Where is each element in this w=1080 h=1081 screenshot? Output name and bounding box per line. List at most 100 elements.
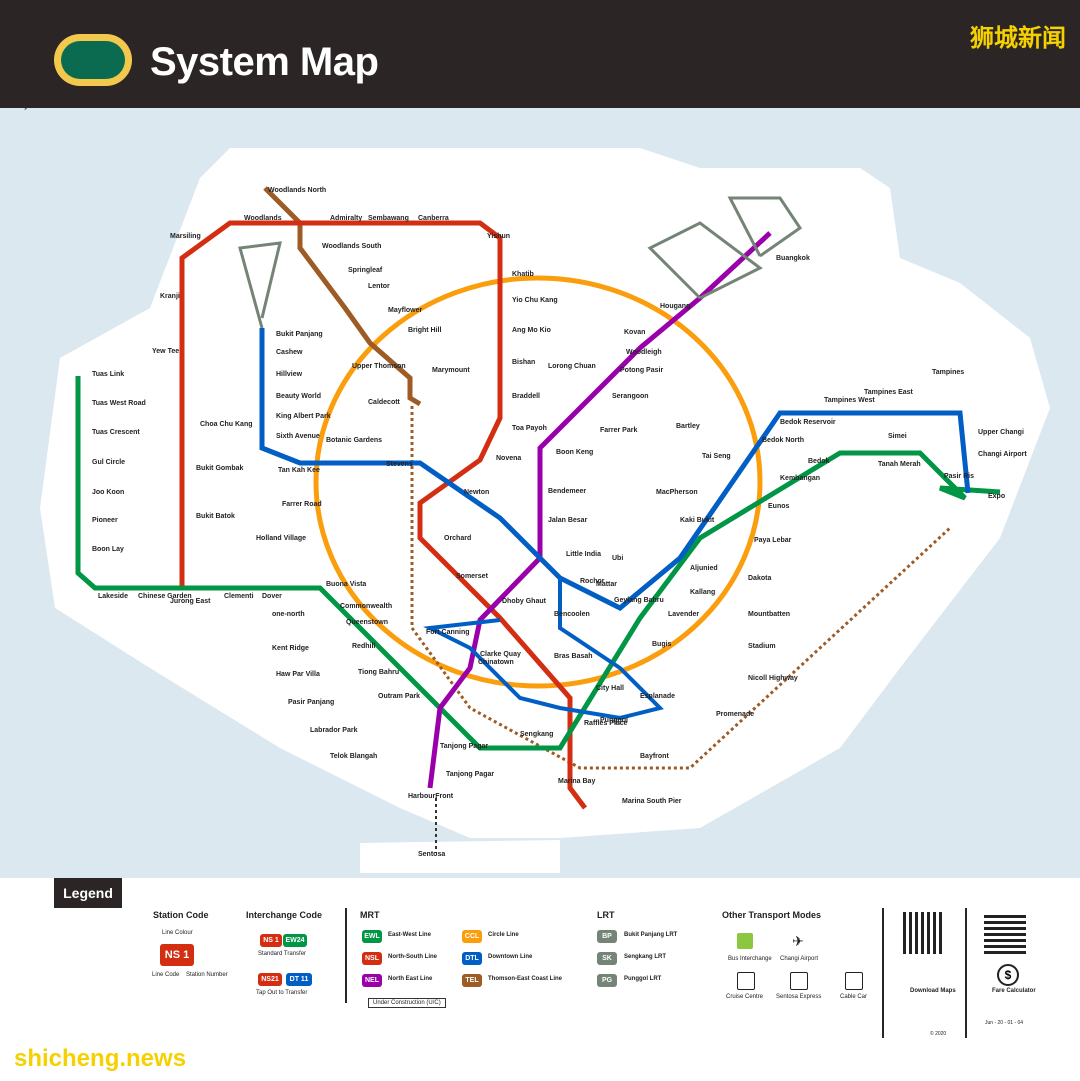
station-label[interactable]: Springleaf: [348, 267, 383, 274]
station-label[interactable]: Buangkok: [776, 255, 810, 262]
station-label[interactable]: Kranji: [160, 293, 180, 300]
station-label[interactable]: Telok Ayer: [0, 108, 35, 110]
station-label[interactable]: Yew Tee: [152, 348, 179, 355]
station-label[interactable]: Marsiling: [170, 233, 201, 240]
station-label[interactable]: Tanjong Pagar: [446, 771, 494, 778]
station-label[interactable]: Haw Par Villa: [276, 671, 320, 678]
fare-calculator-label[interactable]: Fare Calculator: [992, 988, 1036, 994]
station-label[interactable]: Sengkang: [520, 731, 553, 738]
station-label[interactable]: Admiralty: [330, 215, 362, 222]
station-label[interactable]: Hillview: [276, 371, 303, 378]
station-label[interactable]: Lorong Chuan: [548, 363, 596, 370]
station-label[interactable]: Marina South Pier: [622, 798, 682, 805]
station-label[interactable]: Tanjong Pagar: [440, 743, 488, 750]
station-label[interactable]: Bencoolen: [554, 611, 590, 618]
station-label[interactable]: Commonwealth: [340, 603, 392, 610]
station-label[interactable]: Beauty World: [276, 393, 321, 400]
station-label[interactable]: Holland Village: [256, 535, 306, 542]
station-label[interactable]: one-north: [272, 611, 305, 618]
station-label[interactable]: Clarke Quay: [480, 651, 521, 658]
station-label[interactable]: Potong Pasir: [620, 367, 663, 374]
station-label[interactable]: Kaki Bukit: [680, 517, 715, 524]
station-label[interactable]: Rochor: [580, 578, 605, 585]
station-label[interactable]: Outram Park: [378, 693, 420, 700]
station-label[interactable]: Bishan: [512, 359, 535, 366]
station-label[interactable]: Toa Payoh: [512, 425, 547, 432]
station-label[interactable]: Labrador Park: [310, 727, 358, 734]
station-label[interactable]: Somerset: [456, 573, 489, 580]
station-label[interactable]: Pasir Panjang: [288, 699, 334, 706]
station-label[interactable]: Lentor: [368, 283, 390, 290]
station-label[interactable]: Mattar: [596, 581, 617, 588]
station-label[interactable]: Tuas West Road: [92, 400, 146, 407]
station-label[interactable]: Sentosa: [418, 851, 445, 858]
station-label[interactable]: Novena: [496, 455, 521, 462]
station-label[interactable]: Tampines West: [824, 397, 875, 404]
station-label[interactable]: Tai Seng: [702, 453, 731, 460]
station-label[interactable]: Aljunied: [690, 565, 718, 572]
station-label[interactable]: Telok Blangah: [330, 753, 377, 760]
station-label[interactable]: Bartley: [676, 423, 700, 430]
station-label[interactable]: Bedok: [808, 458, 830, 465]
station-label[interactable]: Little India: [566, 551, 601, 558]
station-label[interactable]: Sembawang: [368, 215, 409, 222]
station-label[interactable]: Ubi: [612, 555, 623, 562]
station-label[interactable]: Boon Lay: [92, 546, 124, 553]
station-label[interactable]: Canberra: [418, 215, 449, 222]
station-label[interactable]: Choa Chu Kang: [200, 421, 253, 428]
station-label[interactable]: Promenade: [716, 711, 754, 718]
station-label[interactable]: Khatib: [512, 271, 534, 278]
station-label[interactable]: Buona Vista: [326, 581, 366, 588]
station-label[interactable]: Bugis: [652, 641, 672, 648]
station-label[interactable]: Nicoll Highway: [748, 675, 798, 682]
station-label[interactable]: Farrer Road: [282, 501, 322, 508]
station-label[interactable]: Downtown: [0, 108, 35, 110]
station-label[interactable]: Gul Circle: [92, 459, 125, 466]
station-label[interactable]: Expo: [988, 493, 1005, 500]
station-label[interactable]: Kallang: [690, 589, 715, 596]
station-label[interactable]: Kembangan: [780, 475, 820, 482]
station-label[interactable]: Punggol: [600, 717, 628, 724]
station-label[interactable]: Yishun: [487, 233, 510, 240]
station-label[interactable]: Dover: [262, 593, 282, 600]
station-label[interactable]: Kent Ridge: [272, 645, 309, 652]
station-label[interactable]: Tan Kah Kee: [278, 467, 320, 474]
station-label[interactable]: Stadium: [748, 643, 776, 650]
station-label[interactable]: Dhoby Ghaut: [502, 598, 547, 605]
station-label[interactable]: Fort Canning: [426, 629, 470, 636]
station-label[interactable]: Boon Keng: [556, 449, 593, 456]
download-maps-label[interactable]: Download Maps: [910, 988, 956, 994]
station-label[interactable]: Tampines: [932, 369, 964, 376]
station-label[interactable]: Bukit Batok: [196, 513, 235, 520]
station-label[interactable]: Jalan Besar: [548, 517, 588, 524]
station-label[interactable]: Mountbatten: [748, 611, 790, 618]
station-label[interactable]: Jurong East: [170, 598, 211, 605]
station-label[interactable]: Cashew: [276, 349, 303, 356]
station-label[interactable]: Tiong Bahru: [358, 669, 399, 676]
station-label[interactable]: Lakeside: [98, 593, 128, 600]
station-label[interactable]: Chinatown: [478, 659, 514, 666]
station-label[interactable]: Tuas Crescent: [92, 429, 140, 436]
station-label[interactable]: Yio Chu Kang: [512, 297, 558, 304]
station-label[interactable]: Tanah Merah: [878, 461, 921, 468]
station-label[interactable]: Dakota: [748, 575, 771, 582]
station-label[interactable]: Bukit Panjang: [276, 331, 323, 338]
station-label[interactable]: Pasir Ris: [944, 473, 974, 480]
station-label[interactable]: Queenstown: [346, 619, 388, 626]
station-label[interactable]: Farrer Park: [600, 427, 637, 434]
station-label[interactable]: Serangoon: [612, 393, 649, 400]
station-label[interactable]: Marina Bay: [558, 778, 595, 785]
station-label[interactable]: Bedok Reservoir: [780, 419, 836, 426]
station-label[interactable]: Braddell: [512, 393, 540, 400]
station-label[interactable]: Pioneer: [92, 517, 118, 524]
station-label[interactable]: Bedok North: [762, 437, 804, 444]
station-label[interactable]: Sixth Avenue: [276, 433, 320, 440]
station-label[interactable]: Bras Basah: [554, 653, 593, 660]
station-label[interactable]: Esplanade: [640, 693, 675, 700]
qr-download-icon[interactable]: [903, 912, 945, 954]
station-label[interactable]: Clementi: [224, 593, 254, 600]
station-label[interactable]: HarbourFront: [408, 793, 454, 800]
station-label[interactable]: Kovan: [624, 329, 645, 336]
qr-fare-icon[interactable]: [984, 912, 1026, 954]
